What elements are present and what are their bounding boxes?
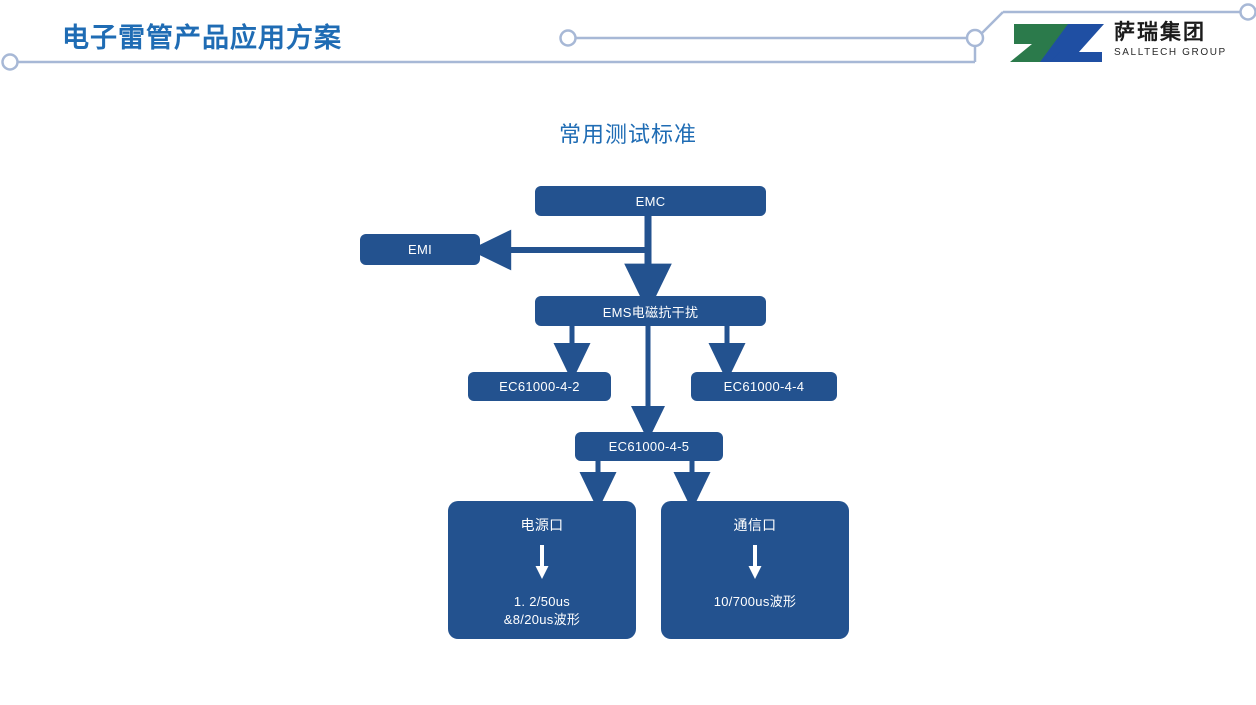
node-emi[interactable]: EMI [360, 234, 480, 265]
logo-name-en: SALLTECH GROUP [1114, 47, 1227, 58]
node-comm-port-title: 通信口 [733, 517, 777, 533]
node-comm-port-waveform: 10/700us波形 [713, 594, 797, 609]
node-emc[interactable]: EMC [535, 186, 766, 216]
node-ec61000-4-5[interactable]: EC61000-4-5 [575, 432, 723, 461]
salltech-logo-mark-icon [1010, 24, 1104, 62]
down-arrow-icon [748, 545, 762, 579]
section-subtitle: 常用测试标准 [558, 122, 697, 147]
down-arrow-icon [535, 545, 549, 579]
node-power-port[interactable]: 电源口 1. 2/50us &8/20us波形 [448, 501, 636, 639]
node-ems[interactable]: EMS电磁抗干扰 [535, 296, 766, 326]
node-power-port-waveform: 1. 2/50us &8/20us波形 [503, 594, 581, 627]
page-title: 电子雷管产品应用方案 [62, 23, 342, 53]
node-comm-port[interactable]: 通信口 10/700us波形 [661, 501, 849, 639]
logo-wordmark: 萨瑞集团 SALLTECH GROUP [1114, 20, 1244, 59]
node-ec61000-4-2[interactable]: EC61000-4-2 [468, 372, 611, 401]
node-ec61000-4-4[interactable]: EC61000-4-4 [691, 372, 837, 401]
node-power-port-title: 电源口 [520, 517, 564, 533]
company-logo: 萨瑞集团 SALLTECH GROUP [1010, 20, 1240, 68]
logo-name-cn: 萨瑞集团 [1114, 21, 1206, 44]
